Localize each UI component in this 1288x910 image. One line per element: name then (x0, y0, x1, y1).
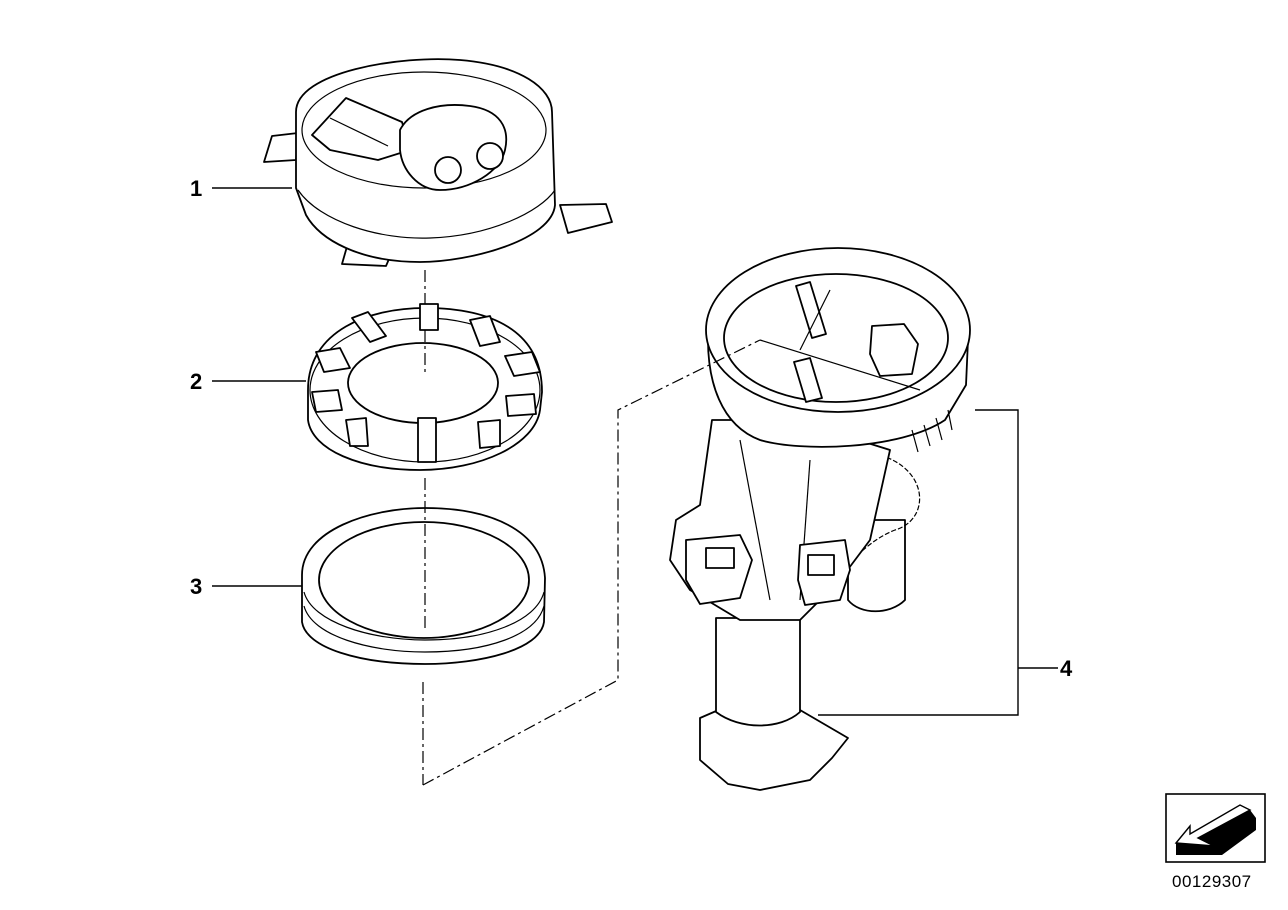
seal-ring-icon (301, 507, 546, 665)
callout-1: 1 (190, 176, 202, 201)
locking-ring-icon (307, 303, 543, 471)
leader-lines (212, 187, 1058, 786)
arrow-down-left-icon (1165, 793, 1266, 863)
callout-3: 3 (190, 574, 202, 599)
cover-cap-icon (263, 58, 613, 267)
callout-2: 2 (190, 369, 202, 394)
callout-4: 4 (1060, 656, 1073, 681)
reference-number: 00129307 (1172, 872, 1252, 891)
fuel-pump-unit-icon (669, 247, 971, 791)
